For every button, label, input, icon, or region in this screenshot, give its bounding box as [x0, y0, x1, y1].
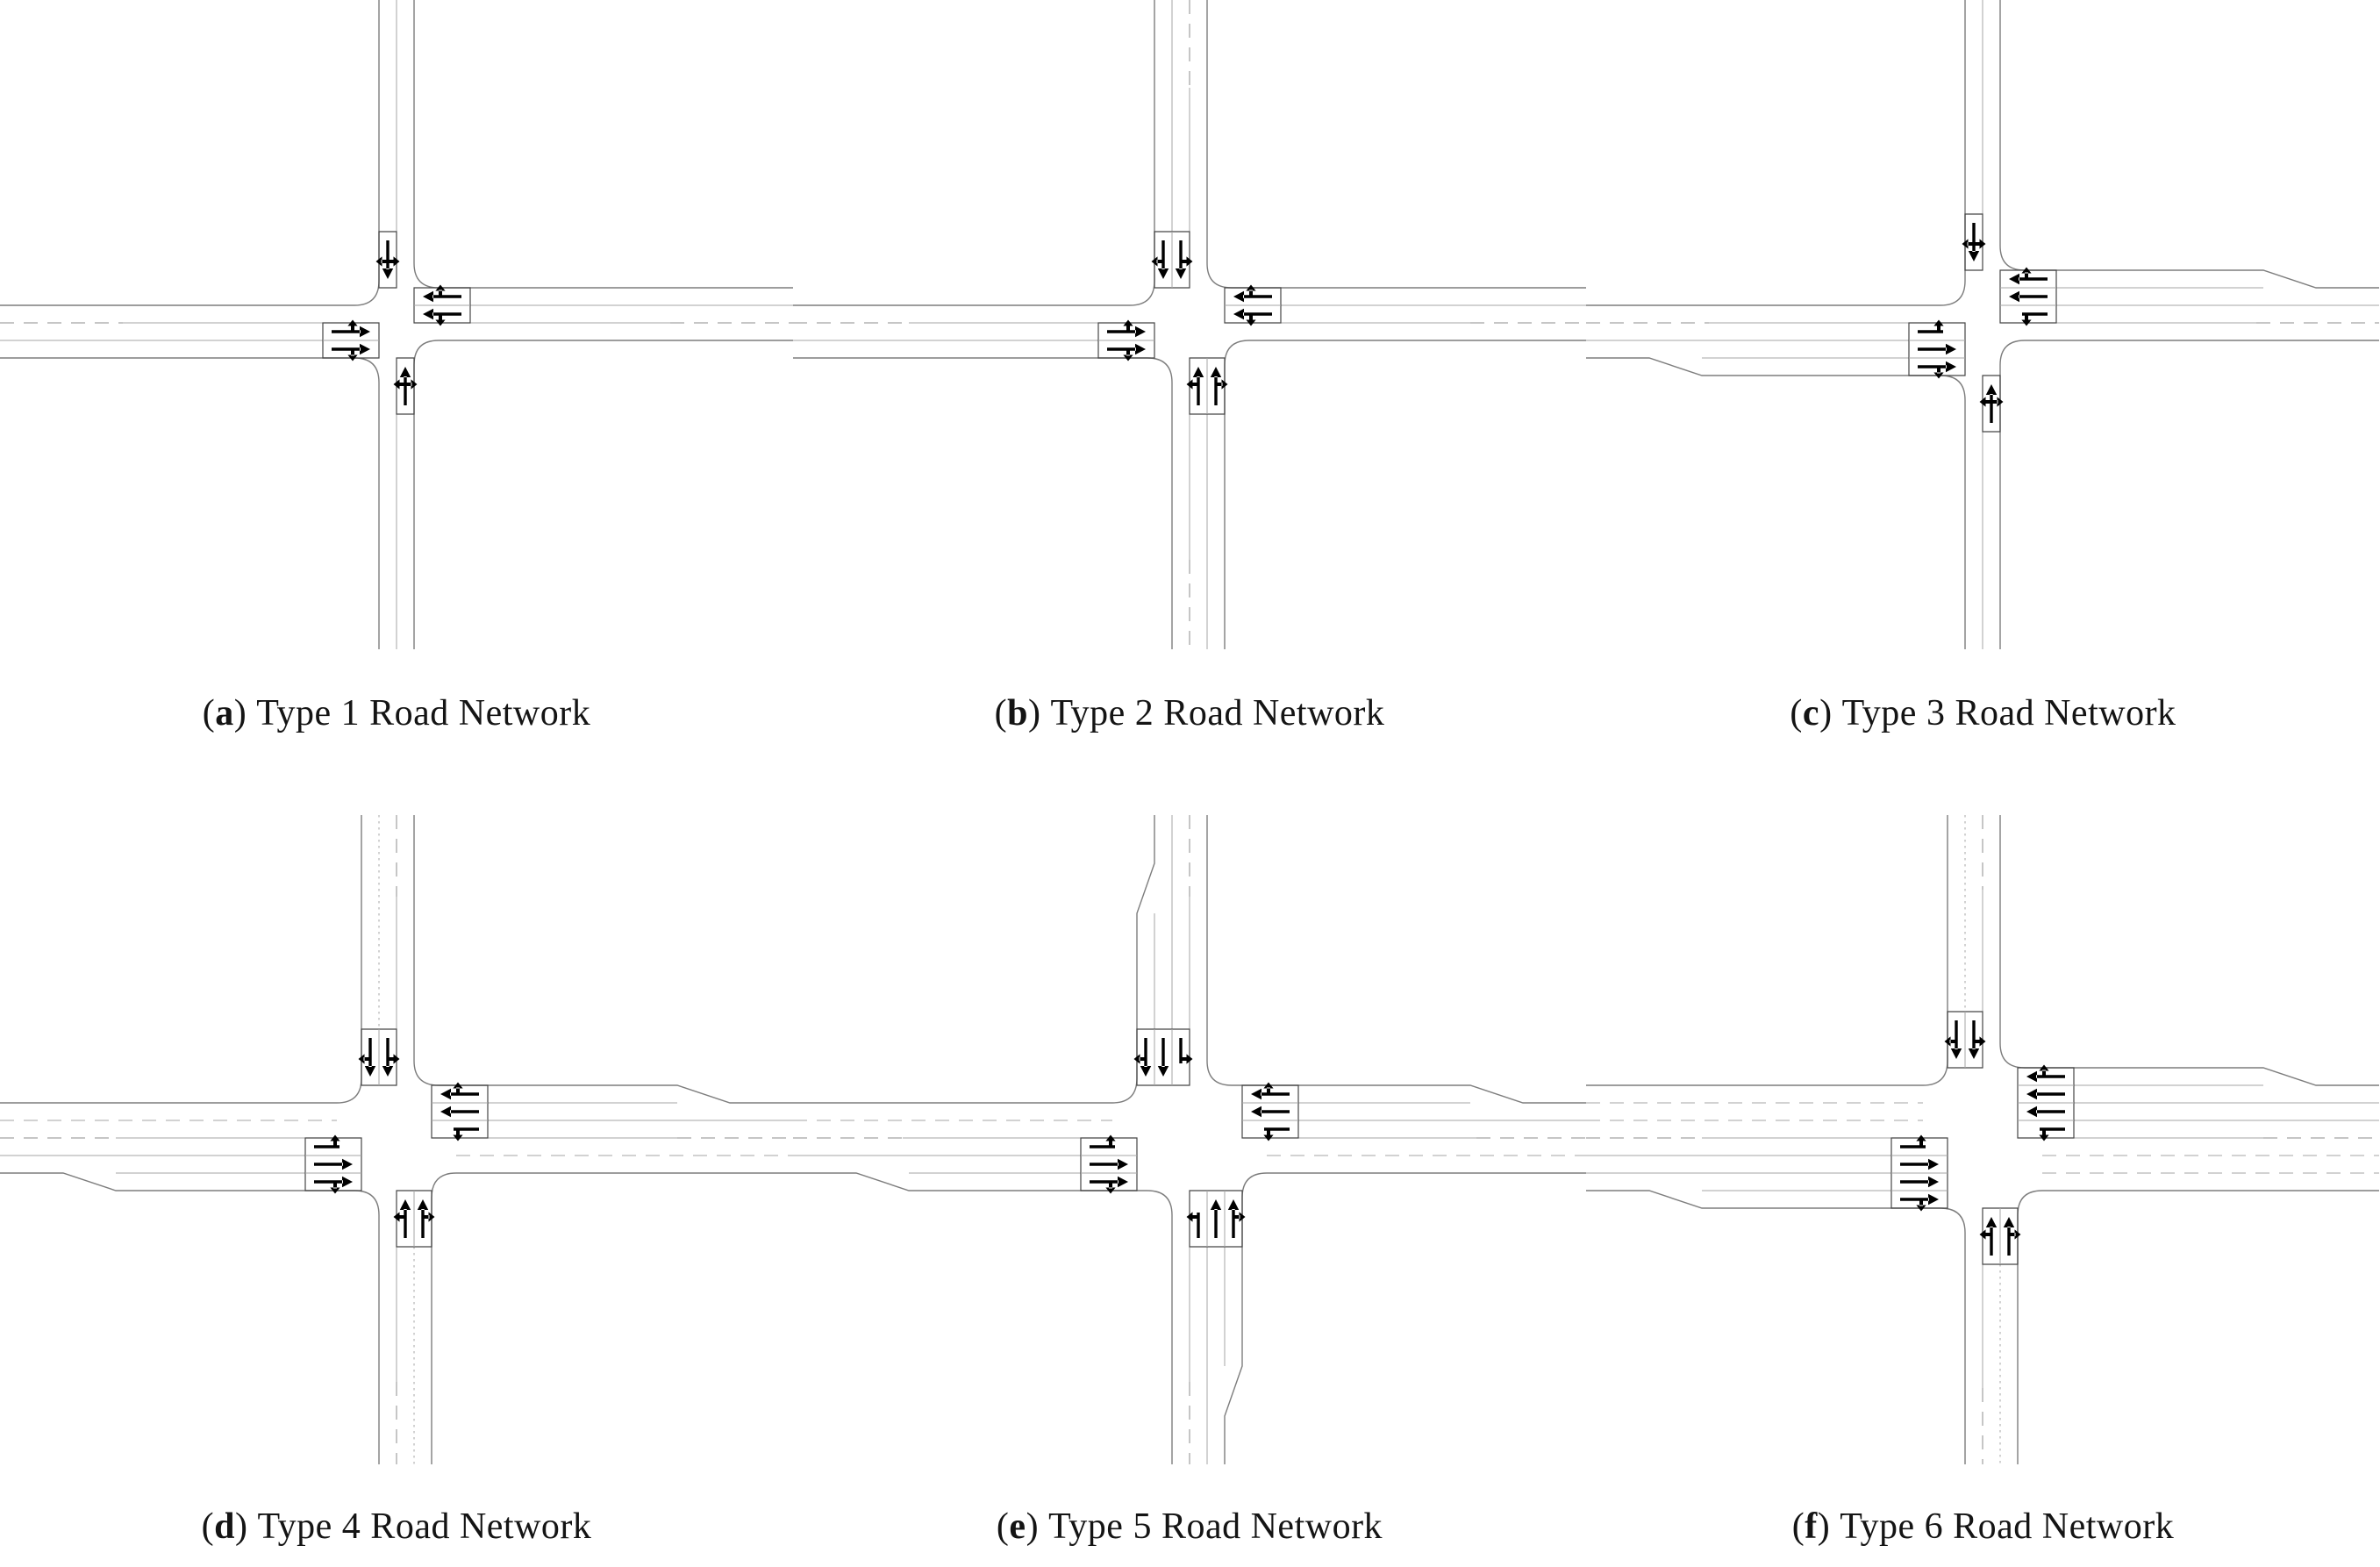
type-5-intersection-diagram [793, 815, 1586, 1464]
caption-paren: ) [1817, 1506, 1831, 1547]
panel-type-5: (e)Type 5 Road Network [793, 784, 1586, 1567]
panel-caption: (a)Type 1 Road Network [0, 692, 793, 734]
panel-type-3: (c)Type 3 Road Network [1586, 0, 2380, 784]
panel-type-4: (d)Type 4 Road Network [0, 784, 793, 1567]
caption-letter: c [1802, 693, 1820, 733]
panel-caption: (f)Type 6 Road Network [1586, 1506, 2380, 1548]
caption-paren: ( [1791, 1506, 1805, 1547]
panel-caption: (b)Type 2 Road Network [793, 692, 1586, 734]
type-1-intersection-diagram [0, 0, 793, 649]
type-3-intersection-diagram [1586, 0, 2379, 649]
caption-paren: ( [996, 1506, 1010, 1547]
caption-letter: d [214, 1506, 235, 1547]
caption-paren: ) [1819, 693, 1833, 733]
caption-paren: ( [1790, 693, 1803, 733]
panel-caption: (e)Type 5 Road Network [793, 1506, 1586, 1548]
caption-paren: ( [994, 693, 1008, 733]
caption-letter: b [1007, 693, 1028, 733]
caption-letter: e [1009, 1506, 1026, 1547]
caption-paren: ( [202, 693, 216, 733]
caption-letter: a [215, 693, 234, 733]
type-6-intersection-diagram [1586, 815, 2379, 1464]
caption-letter: f [1805, 1506, 1818, 1547]
caption-title: Type 4 Road Network [257, 1506, 592, 1547]
type-2-intersection-diagram [793, 0, 1586, 649]
caption-title: Type 6 Road Network [1840, 1506, 2175, 1547]
caption-title: Type 1 Road Network [256, 693, 591, 733]
caption-paren: ) [1027, 693, 1041, 733]
caption-paren: ) [234, 1506, 248, 1547]
caption-title: Type 2 Road Network [1050, 693, 1385, 733]
caption-paren: ) [233, 693, 247, 733]
caption-paren: ) [1026, 1506, 1040, 1547]
caption-paren: ( [201, 1506, 215, 1547]
panel-type-6: (f)Type 6 Road Network [1586, 784, 2380, 1567]
panel-type-2: (b)Type 2 Road Network [793, 0, 1586, 784]
panel-caption: (d)Type 4 Road Network [0, 1506, 793, 1548]
panel-caption: (c)Type 3 Road Network [1586, 692, 2380, 734]
panel-type-1: (a)Type 1 Road Network [0, 0, 793, 784]
caption-title: Type 3 Road Network [1841, 693, 2176, 733]
caption-title: Type 5 Road Network [1048, 1506, 1383, 1547]
type-4-intersection-diagram [0, 815, 793, 1464]
